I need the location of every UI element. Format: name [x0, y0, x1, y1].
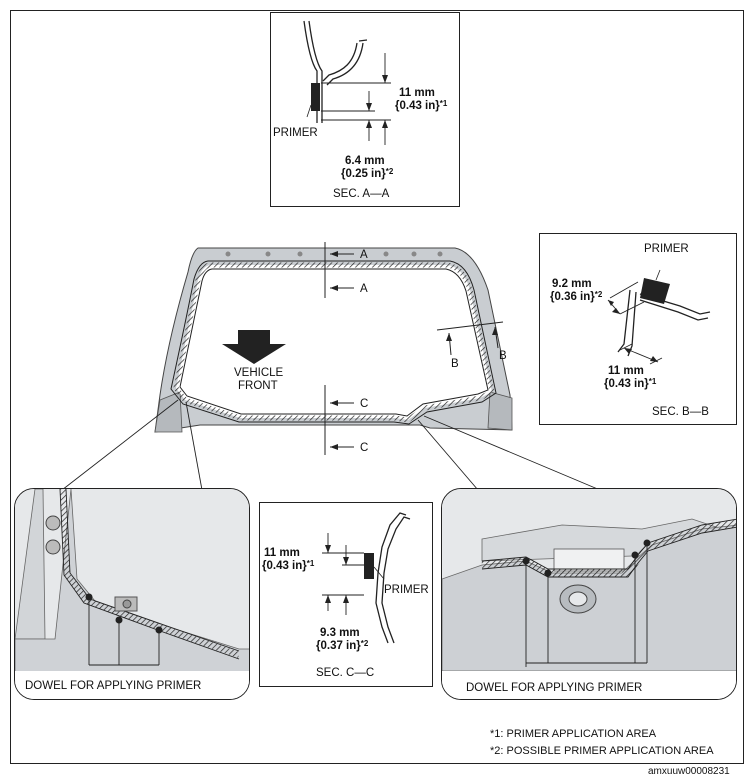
sec-aa-title: SEC. A—A — [333, 188, 390, 200]
vehicle-front-line1: VEHICLE — [234, 367, 284, 379]
cut-c-lower: C — [360, 442, 369, 454]
cut-b-left: B — [451, 358, 459, 370]
detail-right-drawing — [442, 489, 736, 699]
cut-c-upper: C — [360, 398, 369, 410]
section-aa-drawing — [303, 20, 391, 145]
detail-right-panel: DOWEL FOR APPLYING PRIMER — [441, 488, 737, 700]
sec-bb-dim2-note: *1 — [648, 377, 657, 386]
sec-bb-dim2-in: {0.43 in} — [604, 378, 649, 390]
section-cc-panel: 11 mm {0.43 in}*1 PRIMER 9.3 mm {0.37 in… — [259, 502, 433, 687]
cut-a-upper: A — [360, 249, 368, 261]
note-possible-primer-area: *2: POSSIBLE PRIMER APPLICATION AREA — [490, 745, 714, 757]
sec-cc-dim1-note: *1 — [306, 559, 315, 568]
sec-cc-dim2-in: {0.37 in} — [316, 640, 361, 652]
section-bb-drawing — [607, 269, 711, 365]
sec-aa-dim2-in: {0.25 in} — [341, 168, 386, 180]
sec-aa-dim1-mm: 11 mm — [399, 87, 435, 99]
sec-bb-dim1-mm: 9.2 mm — [552, 278, 592, 290]
figure-id: amxuuw00008231 — [648, 766, 730, 777]
sec-aa-dim2-mm: 6.4 mm — [345, 155, 385, 167]
detail-left-caption: DOWEL FOR APPLYING PRIMER — [25, 680, 202, 692]
sec-bb-title: SEC. B—B — [652, 406, 709, 418]
sec-bb-dim1-note: *2 — [594, 290, 603, 299]
section-aa-panel: 11 mm {0.43 in}*1 PRIMER 6.4 mm {0.25 in… — [270, 12, 460, 207]
section-bb-panel: PRIMER 9.2 mm {0.36 in}*2 11 mm {0.43 in… — [539, 233, 737, 425]
sec-aa-dim1-in: {0.43 in} — [395, 100, 440, 112]
note-primer-area: *1: PRIMER APPLICATION AREA — [490, 728, 657, 740]
sec-cc-primer-label: PRIMER — [384, 584, 429, 596]
sec-cc-dim1-mm: 11 mm — [264, 547, 300, 559]
sec-aa-dim1-note: *1 — [439, 99, 448, 108]
detail-left-panel: DOWEL FOR APPLYING PRIMER — [14, 488, 250, 700]
sec-cc-title: SEC. C—C — [316, 667, 375, 679]
sec-bb-dim2-mm: 11 mm — [608, 365, 644, 377]
section-cc-drawing — [322, 512, 411, 644]
figure-frame — [10, 10, 744, 764]
detail-left-drawing — [15, 489, 249, 699]
sec-bb-primer-label: PRIMER — [644, 243, 689, 255]
detail-right-caption: DOWEL FOR APPLYING PRIMER — [466, 682, 643, 694]
cut-b-right: B — [499, 350, 507, 362]
sec-aa-dim2-note: *2 — [385, 167, 394, 176]
sec-aa-primer-label: PRIMER — [273, 127, 318, 139]
sec-cc-dim1-in: {0.43 in} — [262, 560, 307, 572]
cut-a-lower: A — [360, 283, 368, 295]
sec-cc-dim2-mm: 9.3 mm — [320, 627, 360, 639]
sec-cc-dim2-note: *2 — [360, 639, 369, 648]
vehicle-front-line2: FRONT — [238, 380, 278, 392]
sec-bb-dim1-in: {0.36 in} — [550, 291, 595, 303]
